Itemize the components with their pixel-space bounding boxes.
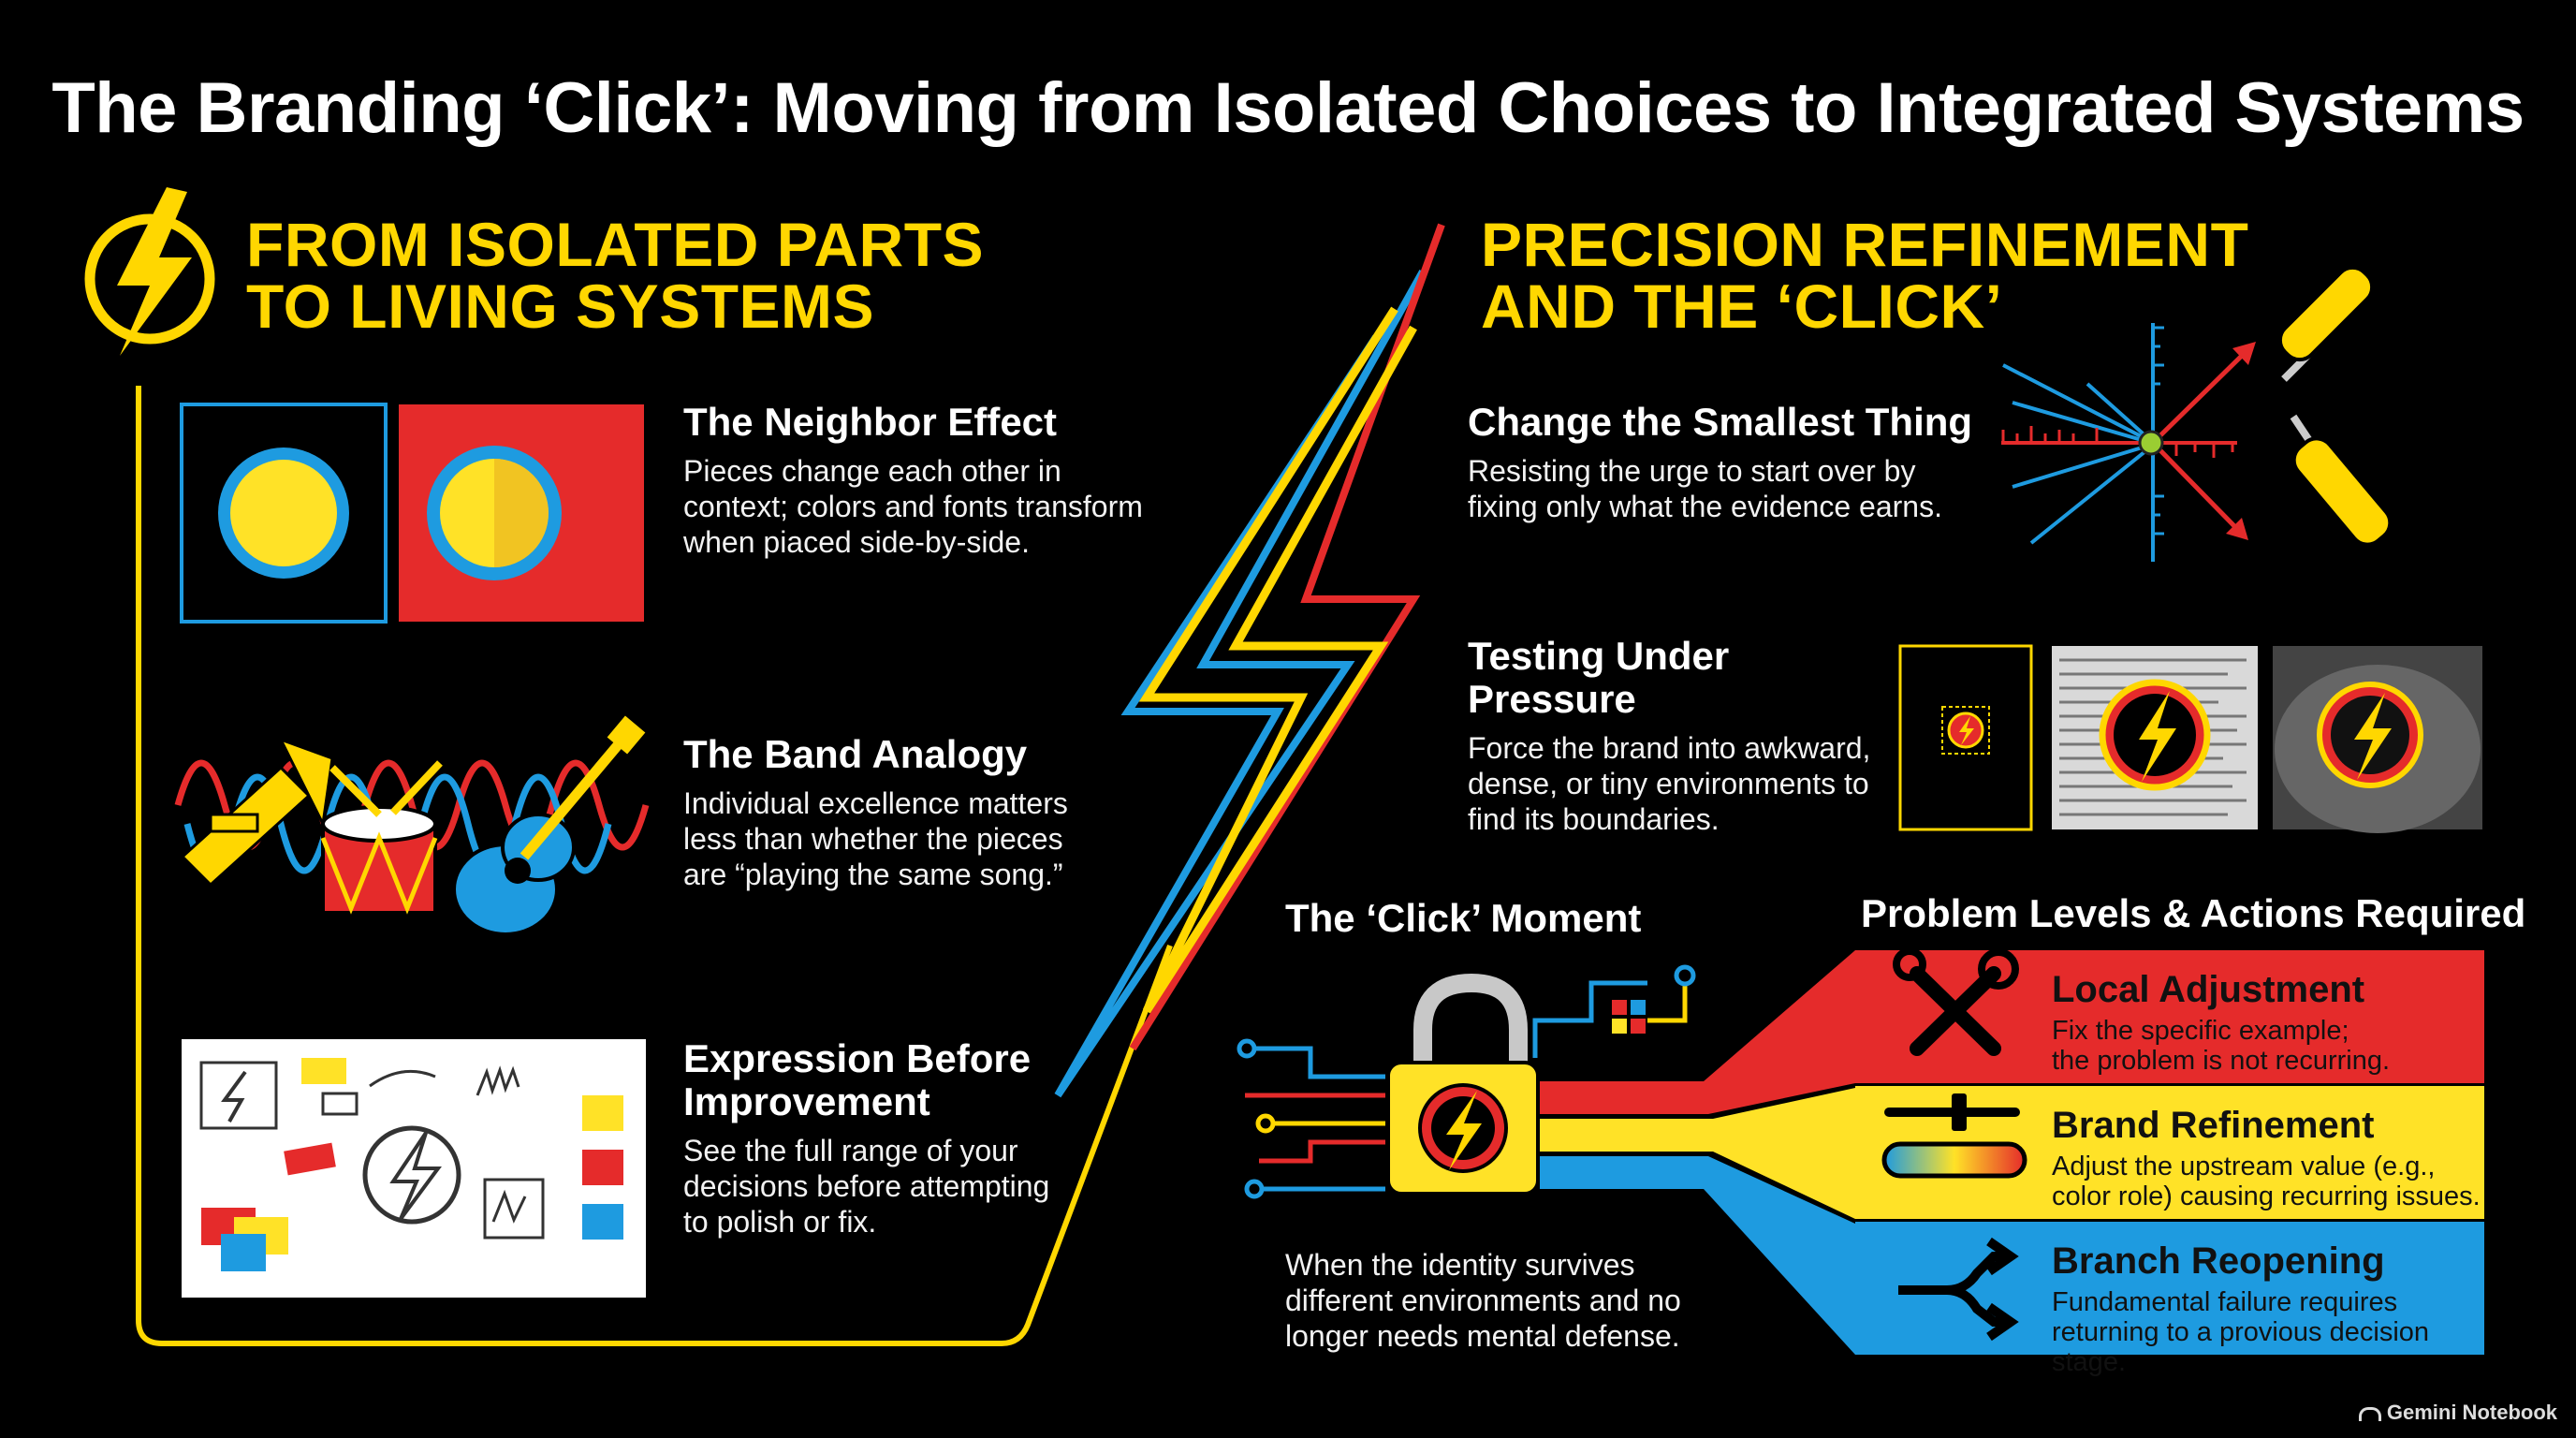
slider-icon (1881, 1093, 2027, 1179)
right-section-heading: PRECISION REFINEMENT AND THE ‘CLICK’ (1481, 210, 2249, 341)
click-moment-title: The ‘Click’ Moment (1285, 896, 1642, 940)
neighbor-effect-illustration (180, 403, 644, 624)
left-bracket-line (136, 386, 1173, 1346)
band-analogy-title: The Band Analogy (683, 732, 1028, 776)
neighbor-effect-title: The Neighbor Effect (683, 400, 1058, 444)
page-title: The Branding ‘Click’: Moving from Isolat… (51, 68, 2525, 148)
branch-arrow-icon (1898, 1237, 2019, 1342)
level-desc: Fundamental failure requires returning t… (2052, 1287, 2430, 1377)
tools-icon (1893, 947, 2019, 1056)
neighbor-effect-desc: Pieces change each other in context; col… (683, 454, 1143, 559)
level-desc: Fix the specific example; the problem is… (2052, 1016, 2391, 1076)
band-analogy-block: The Band Analogy Individual excellence m… (683, 733, 1208, 892)
click-moment-desc: When the identity survives different env… (1285, 1248, 1681, 1353)
gemini-logo-icon (2358, 1406, 2381, 1421)
levels-title: Problem Levels & Actions Required (1861, 891, 2526, 935)
funnel-red (1540, 950, 1855, 1114)
watermark: Gemini Notebook (2358, 1401, 2557, 1425)
smallest-thing-desc: Resisting the urge to start over by fixi… (1468, 454, 1942, 523)
pressure-block: Testing Under Pressure Force the brand i… (1468, 635, 1898, 837)
pixel-block (1631, 1019, 1646, 1034)
pixel-block (1631, 1000, 1646, 1015)
lock-icon (1386, 973, 1540, 1196)
sketch-board-illustration (182, 1039, 646, 1298)
trumpet-icon (180, 737, 334, 888)
pressure-title: Testing Under Pressure (1468, 634, 1730, 721)
drum-icon (320, 760, 443, 915)
funnel-blue (1540, 1156, 1855, 1355)
band-analogy-illustration (174, 715, 650, 936)
band-analogy-desc: Individual excellence matters less than … (683, 786, 1068, 891)
pressure-test-tiles (1898, 644, 2482, 833)
funnel-yellow (1540, 1088, 1855, 1219)
expression-block: Expression Before Improvement See the fu… (683, 1037, 1208, 1240)
bolt-circle-icon (84, 187, 215, 356)
smallest-thing-title: Change the Smallest Thing (1468, 400, 1973, 444)
pixel-block (1612, 1000, 1627, 1015)
expression-title: Expression Before Improvement (683, 1036, 1032, 1123)
big-lightning-icon (1054, 223, 1445, 1098)
pressure-desc: Force the brand into awkward, dense, or … (1468, 731, 1871, 836)
level-title: Branch Reopening (2052, 1240, 2385, 1282)
screwdrivers-icon (2277, 265, 2393, 547)
click-circuit-lines (1237, 964, 1696, 1199)
expression-desc: See the full range of your decisions bef… (683, 1134, 1050, 1239)
neighbor-effect-block: The Neighbor Effect Pieces change each o… (683, 401, 1208, 560)
level-title: Brand Refinement (2052, 1105, 2375, 1146)
pixel-block (1612, 1019, 1627, 1034)
precision-radial-icon (2001, 323, 2256, 562)
left-section-heading: FROM ISOLATED PARTS TO LIVING SYSTEMS (246, 210, 985, 341)
level-title: Local Adjustment (2052, 969, 2365, 1010)
guitar-icon (452, 715, 646, 936)
level-desc: Adjust the upstream value (e.g., color r… (2052, 1152, 2481, 1211)
smallest-thing-block: Change the Smallest Thing Resisting the … (1468, 401, 1992, 524)
